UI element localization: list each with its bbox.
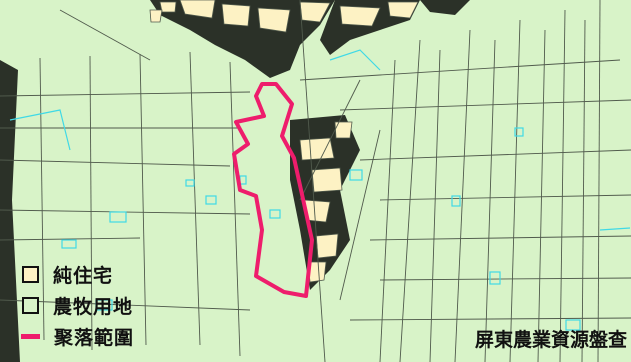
agricultural-swatch xyxy=(22,297,39,314)
legend-item-agricultural: 農牧用地 xyxy=(22,290,134,321)
legend-label: 聚落範圍 xyxy=(54,327,135,349)
legend-label: 農牧用地 xyxy=(53,296,134,318)
settlement-line-swatch xyxy=(21,334,40,339)
residential-swatch xyxy=(22,266,39,283)
residential-parcels xyxy=(149,0,419,283)
legend-label: 純住宅 xyxy=(53,265,114,287)
legend-item-residential: 純住宅 xyxy=(22,259,134,290)
settlement-boundary xyxy=(232,82,314,298)
source-watermark: 屏東農業資源盤查 xyxy=(474,329,627,351)
legend-item-settlement: 聚落範圍 xyxy=(21,321,135,352)
map-legend: 純住宅 農牧用地 聚落範圍 xyxy=(21,259,135,352)
